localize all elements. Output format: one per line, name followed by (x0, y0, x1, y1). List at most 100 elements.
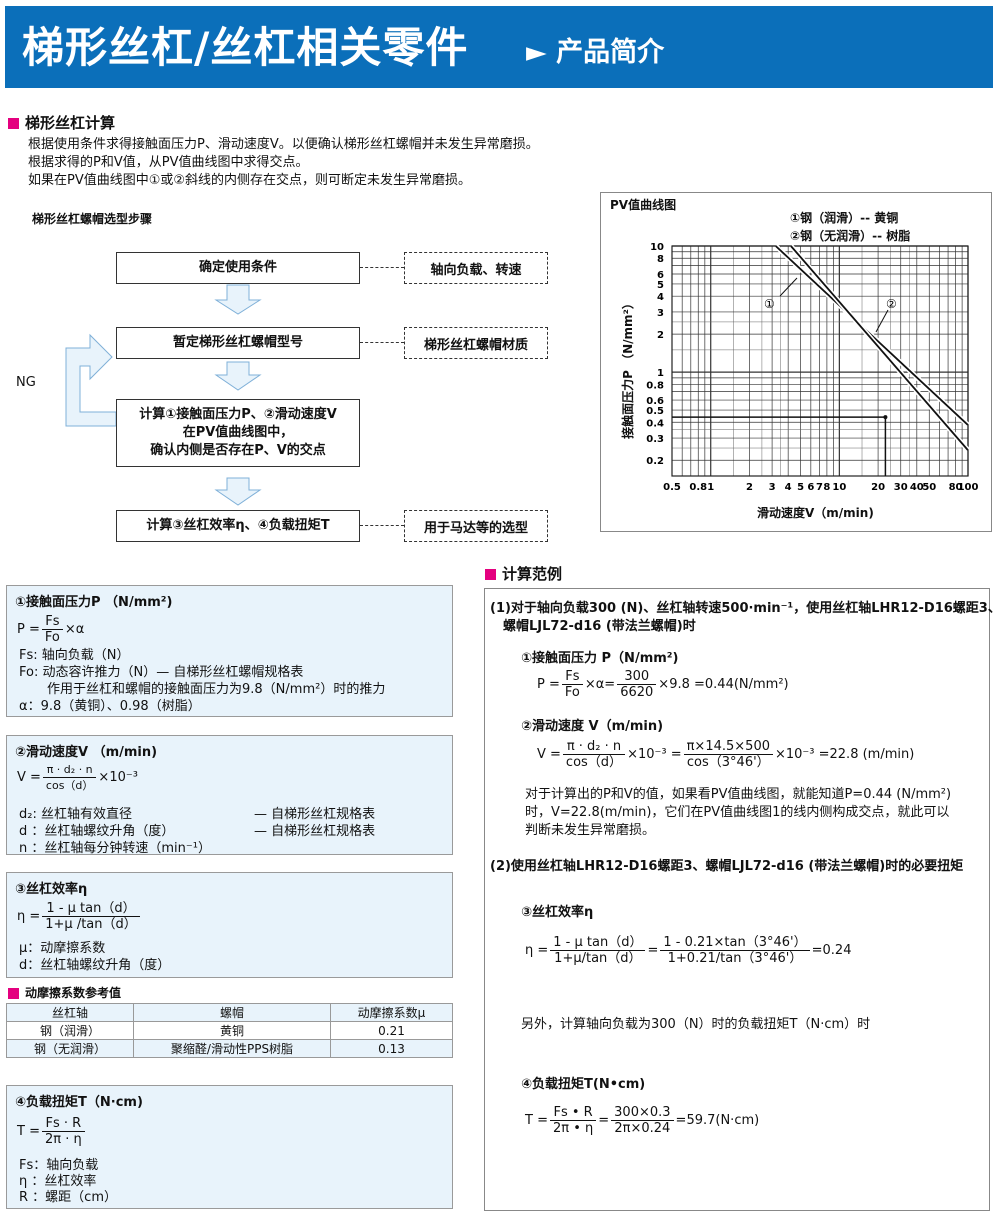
p3-formula: η =1 - μ tan（d）1+μ /tan（d） (17, 901, 142, 932)
x-tick-label: 10 (832, 482, 846, 493)
case1-line-2: 螺帽LJL72-d16 (带法兰螺帽)时 (503, 619, 696, 634)
y-tick-label: 0.4 (646, 418, 664, 429)
ex2-title: ②滑动速度 V（m/min) (521, 719, 664, 734)
leader-line-2 (875, 309, 889, 333)
p2-desc-2: d ：丝杠轴螺纹升角（度） (19, 824, 175, 839)
ex2-note-1: 对于计算出的P和V的值，如果看PV值曲线图，就能知道P=0.44 (N/mm²) (525, 787, 952, 802)
x-tick-label: 5 (797, 482, 804, 493)
header-banner (5, 6, 993, 88)
down-arrow-3 (214, 477, 262, 506)
friction-header-nut: 螺帽 (133, 1003, 331, 1022)
y-tick-label: 8 (657, 254, 664, 265)
p4-desc-2: η ：丝杠效率 (19, 1174, 97, 1189)
step3-line-2: 在PV值曲线图中， (182, 425, 294, 440)
p2-desc-2-src: — 自梯形丝杠规格表 (254, 824, 376, 839)
friction-cell: 黄铜 (133, 1021, 331, 1040)
p1-desc-3: 作用于丝杠和螺帽的接触面压力为9.8（N/mm²）时的推力 (47, 682, 386, 697)
example-panel: (1)对于轴向负载300 (N)、丝杠轴转速500·min⁻¹，使用丝杠轴LHR… (484, 588, 1000, 1211)
p1-desc-1: Fs: 轴向负载（N） (19, 648, 130, 663)
calc-heading: 梯形丝杠计算 (8, 114, 115, 132)
panel-screw-efficiency: ③丝杠效率η η =1 - μ tan（d）1+μ /tan（d） μ：动摩擦系… (6, 872, 453, 978)
pv-legend-1: ①钢（润滑）-- 黄铜 (790, 211, 899, 225)
intro-line-3: 如果在PV值曲线图中①或②斜线的内侧存在交点，则可断定未发生异常磨损。 (28, 173, 472, 188)
step3-line-3: 确认内侧是否存在P、V的交点 (150, 443, 326, 458)
p1-desc-4: α：9.8（黄铜）、0.98（树脂） (19, 699, 201, 714)
x-tick-label: 30 (894, 482, 908, 493)
x-tick-label: 8 (823, 482, 830, 493)
ex3-note: 另外，计算轴向负载为300（N）时的负载扭矩T（N·cm）时 (521, 1017, 871, 1032)
section-marker-icon (8, 988, 19, 999)
flow-step-1: 确定使用条件 (116, 252, 360, 284)
case1-line-1: (1)对于轴向负载300 (N)、丝杠轴转速500·min⁻¹，使用丝杠轴LHR… (490, 601, 1000, 616)
x-tick-label: 20 (871, 482, 885, 493)
y-tick-label: 5 (657, 280, 664, 291)
step3-line-1: 计算①接触面压力P、②滑动速度V (139, 407, 337, 422)
pv-y-label: 接触面压力P （N/mm²） (621, 297, 635, 439)
ex4-title: ④负载扭矩T(N•cm) (521, 1077, 646, 1092)
y-tick-label: 0.3 (646, 434, 664, 445)
ng-label: NG (16, 375, 36, 390)
ex2-note-3: 判断未发生异常磨损。 (525, 823, 656, 838)
friction-title: 动摩擦系数参考值 (8, 985, 121, 1001)
flow-step-4: 计算③丝杠效率η、④负载扭矩T (116, 510, 360, 542)
x-tick-label: 2 (746, 482, 753, 493)
p2-desc-1-src: — 自梯形丝杠规格表 (254, 807, 376, 822)
flow-note-4: 用于马达等的选型 (404, 510, 548, 542)
x-tick-label: 0.5 (663, 482, 681, 493)
pv-chart-frame (600, 192, 992, 532)
friction-header-row: 丝杠轴 螺帽 动摩擦系数μ (6, 1003, 453, 1022)
y-tick-label: 0.5 (646, 406, 664, 417)
x-tick-label: 50 (922, 482, 936, 493)
down-arrow-1 (214, 284, 262, 315)
ex2-note-2: 时，V=22.8(m/min)，它们在PV值曲线图1的线内侧构成交点，就此可以 (525, 805, 950, 820)
connector-2 (360, 342, 404, 343)
subtitle-text: 产品简介 (556, 37, 665, 68)
friction-table: 丝杠轴 螺帽 动摩擦系数μ 钢（润滑） 黄铜 0.21 钢（无润滑） 聚缩醛/滑… (6, 1003, 453, 1058)
ex1-title: ①接触面压力 P（N/mm²) (521, 651, 679, 666)
y-tick-label: 0.2 (646, 456, 664, 467)
y-tick-label: 1 (657, 368, 664, 379)
case2-line: (2)使用丝杠轴LHR12-D16螺距3、螺帽LJL72-d16 (带法兰螺帽)… (490, 859, 964, 874)
flow-note-2: 梯形丝杠螺帽材质 (404, 327, 548, 359)
friction-cell: 0.21 (330, 1021, 453, 1040)
friction-header-shaft: 丝杠轴 (6, 1003, 134, 1022)
pv-chart-title: PV值曲线图 (610, 198, 677, 212)
p1-desc-2: Fo: 动态容许推力（N）— 自梯形丝杠螺帽规格表 (19, 665, 304, 680)
x-tick-label: 6 (807, 482, 814, 493)
p3-title: ③丝杠效率η (15, 882, 88, 897)
p4-desc-3: R ：螺距（cm） (19, 1190, 117, 1205)
x-tick-label: 1 (707, 482, 714, 493)
pv-legend-2: ②钢（无润滑）-- 树脂 (790, 229, 911, 243)
p3-desc-2: d：丝杠轴螺纹升角（度） (19, 958, 171, 973)
pv-x-label: 滑动速度V（m/min) (757, 506, 874, 520)
ex3-title: ③丝杠效率η (521, 905, 594, 920)
p2-desc-3: n ：丝杠轴每分钟转速（min⁻¹） (19, 841, 211, 856)
p2-desc-1: d₂: 丝杠轴有效直径 (19, 807, 132, 822)
y-tick-label: 10 (650, 242, 664, 253)
line-label-1: ① (764, 297, 775, 311)
friction-cell: 0.13 (330, 1039, 453, 1058)
friction-cell: 聚缩醛/滑动性PPS树脂 (133, 1039, 331, 1058)
plot-area (671, 245, 969, 477)
leader-line-1 (779, 277, 798, 297)
p3-desc-1: μ：动摩擦系数 (19, 941, 106, 956)
flow-step-2: 暂定梯形丝杠螺帽型号 (116, 327, 360, 359)
y-tick-label: 3 (657, 308, 664, 319)
flow-step-3: 计算①接触面压力P、②滑动速度V 在PV值曲线图中， 确认内侧是否存在P、V的交… (116, 399, 360, 467)
ng-loop-arrow (65, 333, 117, 427)
p4-desc-1: Fs：轴向负载 (19, 1158, 99, 1173)
p2-title: ②滑动速度V （m/min) (15, 745, 158, 760)
line-label-2: ② (886, 297, 897, 311)
x-tick-label: 7 (816, 482, 823, 493)
friction-row: 钢（润滑） 黄铜 0.21 (6, 1021, 453, 1040)
x-tick-label: 40 (910, 482, 924, 493)
friction-row: 钢（无润滑） 聚缩醛/滑动性PPS树脂 0.13 (6, 1039, 453, 1058)
section-marker-icon (485, 569, 496, 580)
friction-header-mu: 动摩擦系数μ (330, 1003, 453, 1022)
friction-cell: 钢（润滑） (6, 1021, 134, 1040)
series-line-1 (775, 245, 969, 426)
